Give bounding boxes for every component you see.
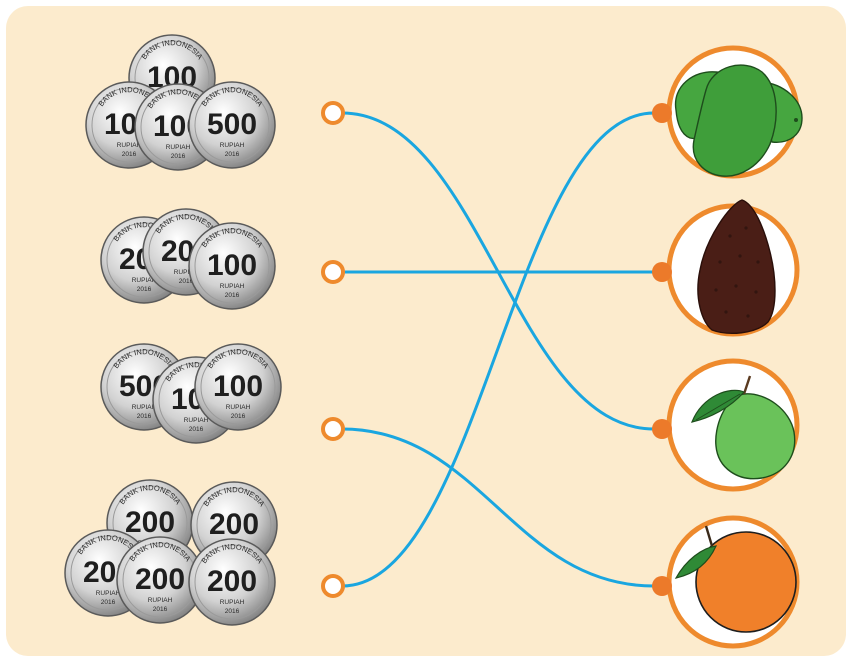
coin-currency: RUPIAH	[132, 277, 157, 284]
mango-icon	[674, 64, 803, 177]
right-answer-dot[interactable]	[652, 419, 672, 439]
coin-year: 2016	[189, 426, 204, 433]
left-answer-ring[interactable]	[321, 101, 345, 125]
guava-icon	[691, 375, 796, 480]
right-answer-dots	[652, 103, 672, 596]
coin-year: 2016	[101, 599, 116, 606]
coin-currency: RUPIAH	[220, 283, 245, 290]
coin-value: 200	[135, 563, 185, 596]
orange-icon	[674, 525, 797, 633]
left-answer-ring[interactable]	[321, 260, 345, 284]
coin-year: 2016	[137, 413, 152, 420]
right-answer-dot[interactable]	[652, 262, 672, 282]
fruit-column	[666, 45, 803, 649]
connection-line[interactable]	[341, 111, 655, 588]
coin-currency: RUPIAH	[184, 417, 209, 424]
coin-value: 500	[207, 108, 257, 141]
coin-year: 2016	[225, 292, 240, 299]
coin-year: 2016	[153, 606, 168, 613]
fruit-orange[interactable]	[666, 515, 800, 649]
coin-currency: RUPIAH	[117, 142, 142, 149]
left-answer-dots	[321, 101, 345, 598]
left-answer-ring[interactable]	[321, 574, 345, 598]
coin-year: 2016	[122, 151, 137, 158]
connection-line[interactable]	[341, 427, 655, 588]
connection-lines	[341, 111, 655, 588]
coin-value: 200	[125, 506, 175, 539]
right-answer-dot[interactable]	[652, 103, 672, 123]
coin-value: 200	[209, 508, 259, 541]
left-answer-ring[interactable]	[321, 417, 345, 441]
coin-year: 2016	[171, 153, 186, 160]
fruit-guava[interactable]	[666, 358, 800, 492]
coin-currency: RUPIAH	[166, 144, 191, 151]
coin-year: 2016	[225, 151, 240, 158]
right-answer-dot[interactable]	[652, 576, 672, 596]
coin-year: 2016	[225, 608, 240, 615]
coin-currency: RUPIAH	[226, 404, 251, 411]
coin-currency: RUPIAH	[148, 597, 173, 604]
coin-currency: RUPIAH	[132, 404, 157, 411]
coin-currency: RUPIAH	[220, 142, 245, 149]
coin-year: 2016	[231, 413, 246, 420]
fruit-salak[interactable]	[666, 199, 800, 337]
coin-currency: RUPIAH	[220, 599, 245, 606]
salak-icon	[697, 199, 776, 334]
coin-value: 100	[207, 249, 257, 282]
coin-value: 200	[207, 565, 257, 598]
coin-year: 2016	[137, 286, 152, 293]
coin-currency: RUPIAH	[96, 590, 121, 597]
coin-currency: RUPIAH	[174, 269, 199, 276]
coin-value: 100	[213, 370, 263, 403]
coin-year: 2016	[179, 278, 194, 285]
